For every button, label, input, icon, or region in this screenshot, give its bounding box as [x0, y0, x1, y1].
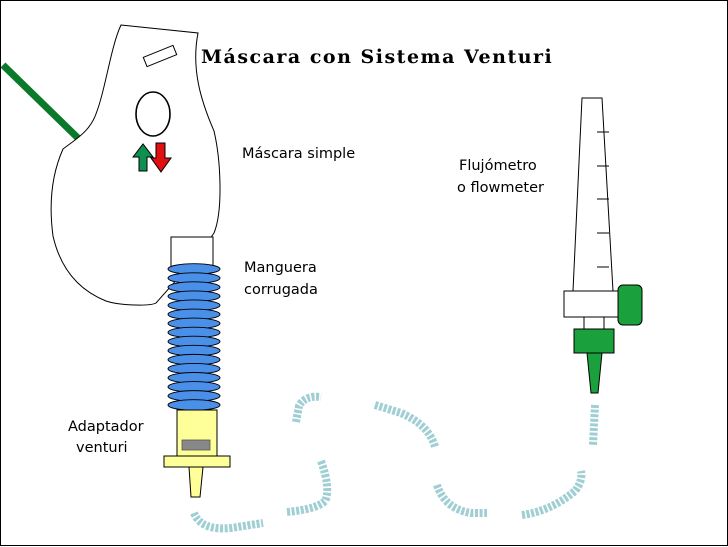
flow-control-knob [617, 284, 643, 326]
diagram-title: Máscara con Sistema Venturi [201, 46, 554, 68]
mask-connector [170, 236, 214, 268]
hose-label-line1: Manguera [244, 260, 317, 276]
mask-strap [1, 62, 84, 144]
hose-label-line2: corrugada [244, 282, 318, 298]
corrugated-hose [167, 263, 221, 411]
flowmeter [563, 97, 643, 394]
venturi-window [181, 439, 211, 451]
arrow-up-icon [131, 143, 155, 172]
arrow-down-icon [150, 142, 172, 173]
flowmeter-label-line2: o flowmeter [457, 180, 544, 196]
adapter-label-line1: Adaptador [68, 419, 144, 435]
exhalation-port [135, 91, 171, 137]
mask-slot [142, 44, 178, 68]
mask-label: Máscara simple [242, 146, 356, 162]
oxygen-tubing [190, 392, 599, 533]
adapter-label-line2: venturi [76, 440, 128, 456]
hose-ring [167, 399, 221, 411]
venturi-adapter [163, 409, 231, 498]
flowmeter-label-line1: Flujómetro [459, 158, 537, 174]
simple-mask [50, 24, 221, 306]
